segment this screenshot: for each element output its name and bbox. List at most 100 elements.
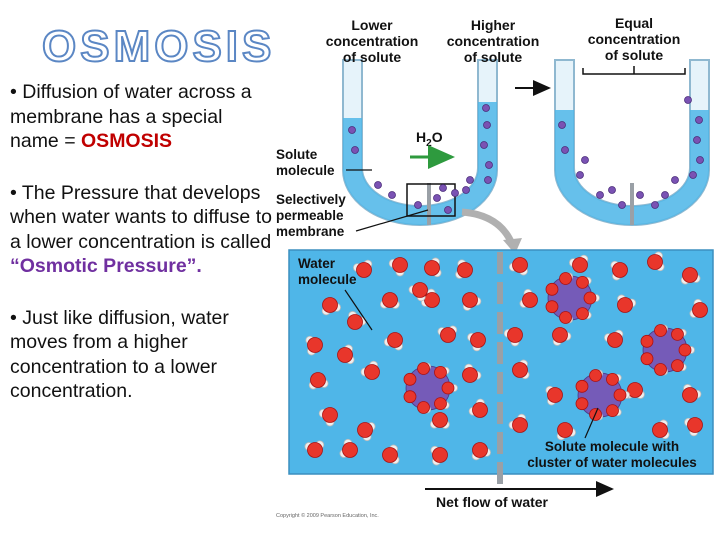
water-molecule-icon	[462, 292, 482, 311]
solute-clusters	[403, 272, 695, 421]
magnified-view: Water molecule Solute molecule with clus…	[288, 249, 714, 484]
oxygen-atom	[606, 372, 619, 386]
oxygen-atom	[434, 365, 447, 379]
oxygen-atom	[364, 364, 380, 380]
water-molecule-icon	[462, 363, 482, 383]
membrane-segment	[497, 282, 503, 304]
bullet-diffusion: • Diffusion of water across a membrane h…	[10, 80, 272, 154]
label-lower-concentration: Lower concentration of solute	[326, 17, 419, 65]
oxygen-atom	[347, 314, 363, 330]
oxygen-atom	[472, 442, 488, 458]
water-molecule-icon	[308, 372, 329, 390]
solute-cluster-icon	[640, 324, 695, 376]
oxygen-atom	[576, 307, 589, 321]
water-molecule-icon	[305, 335, 323, 356]
svg-text:permeable: permeable	[276, 208, 344, 223]
membrane-segment	[497, 402, 503, 424]
solute-dot	[466, 176, 474, 184]
solute-molecules-left-tube	[348, 104, 493, 214]
label-water-molecule: Water molecule	[298, 256, 357, 287]
water-molecule-icon	[689, 298, 708, 318]
oxygen-atom	[322, 407, 338, 423]
bullet-pressure-text: • The Pressure that develops when water …	[10, 181, 272, 253]
water-molecule-icon	[379, 292, 400, 309]
solute-dot	[608, 186, 616, 194]
membrane-pointer	[355, 209, 429, 232]
solute-dot	[485, 161, 493, 169]
oxygen-atom	[512, 362, 528, 378]
membrane-segment	[497, 342, 503, 364]
solute-dot	[636, 191, 644, 199]
solute-dot	[618, 201, 626, 209]
solute-dot	[444, 206, 452, 214]
oxygen-atom	[382, 292, 398, 308]
svg-text:of solute: of solute	[605, 47, 664, 63]
cluster-pointer	[584, 407, 599, 439]
water-fill-right-tube	[555, 110, 709, 225]
oxygen-atom	[512, 257, 528, 273]
oxygen-atom	[559, 272, 572, 285]
oxygen-atom	[654, 363, 667, 376]
oxygen-atom	[583, 291, 597, 305]
water-molecule-icon	[512, 359, 530, 380]
solute-dot	[388, 191, 396, 199]
oxygen-atom	[440, 327, 456, 343]
oxygen-atom	[687, 417, 703, 433]
water-fill-left-tube	[343, 102, 497, 225]
water-molecule-icon	[508, 413, 528, 433]
oxygen-atom	[547, 387, 563, 403]
oxygen-atom	[522, 292, 538, 308]
oxygen-atom	[337, 347, 353, 363]
water-molecule-icon	[569, 254, 589, 273]
oxygen-atom	[545, 300, 559, 314]
oxygen-atom	[307, 442, 323, 458]
oxygen-atom	[507, 327, 523, 343]
oxygen-atom	[671, 327, 684, 341]
oxygen-atom	[545, 282, 559, 296]
water-molecules	[304, 251, 708, 466]
oxygen-atom	[613, 388, 627, 402]
u-tube-after	[554, 59, 710, 226]
water-molecule-icon	[408, 282, 428, 302]
water-molecule-icon	[604, 329, 624, 348]
membrane-right-tube	[630, 183, 634, 225]
oxygen-atom	[617, 297, 633, 313]
oxygen-atom	[612, 262, 628, 278]
oxygen-atom	[432, 447, 448, 463]
water-molecule-icon	[503, 327, 523, 347]
oxygen-atom	[310, 372, 326, 388]
oxygen-atom	[417, 401, 430, 414]
solute-dot	[348, 126, 356, 134]
u-tube-before	[342, 59, 498, 226]
oxygen-atom	[575, 397, 589, 411]
svg-text:of solute: of solute	[343, 49, 402, 65]
oxygen-atom	[424, 292, 440, 308]
water-molecule-icon	[652, 419, 670, 440]
oxygen-atom	[412, 282, 428, 298]
water-molecule-icon	[337, 344, 355, 365]
solute-dot	[684, 96, 692, 104]
zoom-arrow	[461, 208, 516, 246]
solute-dot	[483, 121, 491, 129]
oxygen-atom	[441, 381, 455, 395]
oxygen-atom	[462, 292, 478, 308]
solute-dot	[482, 104, 490, 112]
water-molecule-icon	[545, 385, 563, 406]
svg-text:membrane: membrane	[276, 224, 345, 239]
oxygen-atom	[417, 362, 430, 375]
svg-text:of solute: of solute	[464, 49, 523, 65]
svg-text:Solute molecule with: Solute molecule with	[545, 439, 679, 454]
osmotic-pressure-highlight: “Osmotic Pressure”.	[10, 255, 202, 277]
water-molecule-icon	[455, 259, 473, 279]
solute-dot	[693, 136, 701, 144]
oxygen-atom	[589, 369, 602, 382]
solute-dot	[558, 121, 566, 129]
water-molecule-icon	[552, 327, 572, 346]
svg-text:Solute: Solute	[276, 147, 318, 162]
membrane-segment	[497, 462, 503, 484]
oxygen-atom	[462, 367, 478, 383]
svg-text:concentration: concentration	[588, 31, 681, 47]
membrane-magnified	[497, 252, 503, 484]
oxygen-atom	[627, 382, 643, 398]
